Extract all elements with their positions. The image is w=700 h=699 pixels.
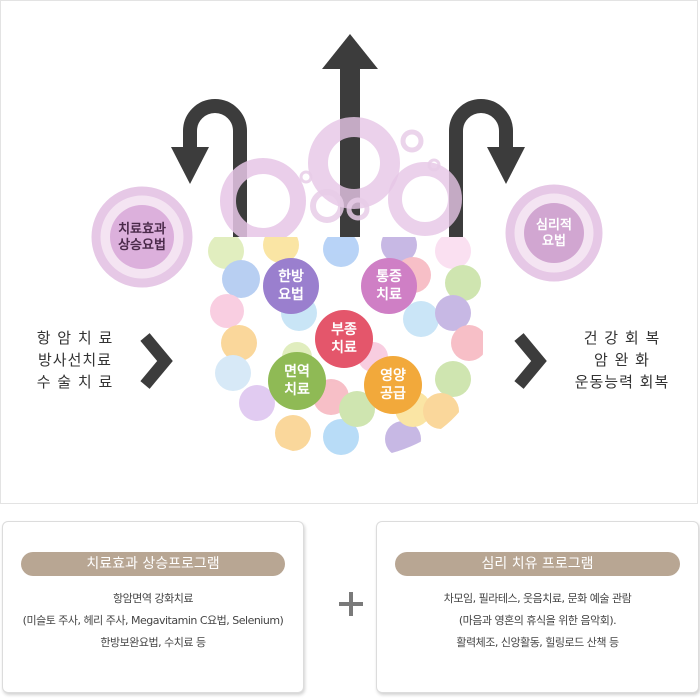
diagram-panel: 치료효과 상승요법 심리적 요법: [0, 0, 698, 504]
immunity-treatment-circle: 면역 치료: [268, 352, 326, 410]
treatment-program-title: 치료효과 상승프로그램: [21, 552, 285, 576]
up-arrow-head: [322, 34, 378, 69]
psych-detail-2: (마음과 영혼의 휴식을 위한 음악회).: [458, 614, 617, 627]
treatment-detail-3: 한방보완요법, 수치료 등: [100, 636, 206, 649]
psychological-program-details: 차모임, 필라테스, 웃음치료, 문화 예술 관람 (마음과 영혼의 휴식을 위…: [377, 588, 698, 654]
diagram-graphic: 치료효과 상승요법 심리적 요법: [91, 34, 603, 460]
left-arrow-head: [171, 147, 209, 184]
right-side-bubble: 심리적 요법: [505, 184, 603, 282]
psychological-program-title: 심리 치유 프로그램: [395, 552, 680, 576]
psych-detail-1: 차모임, 필라테스, 웃음치료, 문화 예술 관람: [443, 592, 632, 605]
left-treatment-1: 항 암 치 료: [36, 329, 114, 347]
right-chevron-icon: [514, 333, 547, 389]
right-bubble-label-2: 요법: [542, 233, 566, 249]
nutrition-label-2: 공급: [380, 386, 406, 402]
immunity-label-2: 치료: [284, 382, 310, 398]
right-arrow-head: [487, 147, 525, 184]
pain-treatment-circle: 통증 치료: [361, 258, 417, 314]
treatment-program-details: 항암면역 강화치료 (미슬토 주사, 헤리 주사, Megavitamin C요…: [3, 588, 303, 654]
right-outcome-1: 건 강 회 복: [583, 329, 661, 347]
treatment-detail-2: (미슬토 주사, 헤리 주사, Megavitamin C요법, Seleniu…: [22, 614, 284, 627]
right-curved-arrow: [449, 99, 513, 241]
left-treatments-list: 항 암 치 료 방사선치료 수 술 치 료: [19, 327, 131, 393]
right-bubble-label-1: 심리적: [536, 217, 572, 233]
left-bubble-label-2: 상승요법: [118, 237, 166, 253]
psych-detail-3: 활력체조, 신앙활동, 힐링로드 산책 등: [456, 636, 619, 649]
treatment-detail-1: 항암면역 강화치료: [113, 592, 193, 605]
psychological-program-card: 심리 치유 프로그램 차모임, 필라테스, 웃음치료, 문화 예술 관람 (마음…: [376, 521, 699, 693]
left-treatment-2: 방사선치료: [37, 351, 112, 369]
polka-dot-cup: 한방 요법 통증 치료 부종 치료 면역 치료 영양 공급: [208, 237, 483, 460]
right-outcome-3: 운동능력 회복: [574, 373, 670, 391]
pain-label-2: 치료: [376, 287, 402, 303]
herbal-label-1: 한방: [278, 268, 304, 285]
edema-treatment-circle: 부종 치료: [315, 310, 373, 368]
left-chevron-icon: [140, 333, 173, 389]
herbal-label-2: 요법: [278, 287, 304, 303]
right-outcome-2: 암 완 화: [594, 351, 650, 369]
left-curved-arrow: [183, 99, 247, 241]
immunity-label-1: 면역: [284, 363, 310, 380]
herbal-therapy-circle: 한방 요법: [263, 258, 319, 314]
edema-label-2: 치료: [331, 340, 357, 356]
pain-label-1: 통증: [376, 269, 402, 285]
left-bubble-label-1: 치료효과: [118, 221, 166, 237]
left-side-bubble: 치료효과 상승요법: [91, 186, 193, 288]
right-outcomes-list: 건 강 회 복 암 완 화 운동능력 회복: [559, 327, 685, 393]
nutrition-supply-circle: 영양 공급: [364, 356, 422, 414]
plus-icon: [339, 592, 363, 616]
edema-label-1: 부종: [331, 322, 357, 338]
rising-bubbles: [220, 117, 462, 244]
left-treatment-3: 수 술 치 료: [36, 373, 114, 391]
treatment-program-card: 치료효과 상승프로그램 항암면역 강화치료 (미슬토 주사, 헤리 주사, Me…: [2, 521, 304, 693]
nutrition-label-1: 영양: [380, 367, 406, 384]
